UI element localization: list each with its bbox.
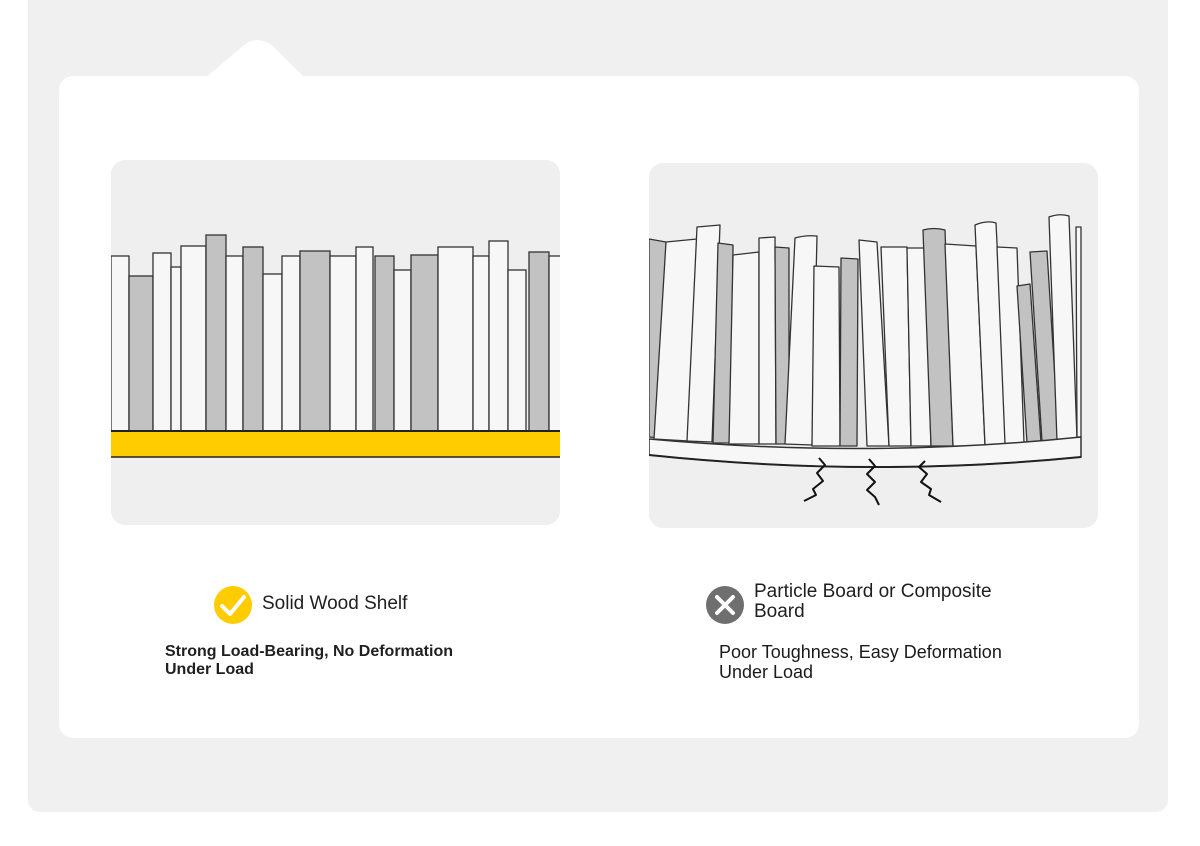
composite-board-title: Particle Board or Composite Board bbox=[754, 581, 992, 622]
solid-wood-shelf-illustration bbox=[111, 160, 560, 525]
solid-wood-label: Solid Wood Shelf bbox=[213, 585, 407, 625]
solid-wood-title: Solid Wood Shelf bbox=[262, 593, 408, 614]
composite-board-label: Particle Board or Composite Board bbox=[705, 582, 1014, 625]
card-tab-notch bbox=[205, 40, 305, 78]
composite-board-illustration bbox=[649, 163, 1098, 528]
composite-board-description: Poor Toughness, Easy Deformation Under L… bbox=[719, 642, 1002, 682]
solid-wood-description: Strong Load-Bearing, No Deformation Unde… bbox=[165, 643, 453, 678]
cross-icon bbox=[706, 586, 744, 624]
check-icon bbox=[214, 586, 252, 624]
solid-shelf-svg bbox=[111, 234, 560, 458]
composite-shelf-svg bbox=[649, 214, 1082, 506]
